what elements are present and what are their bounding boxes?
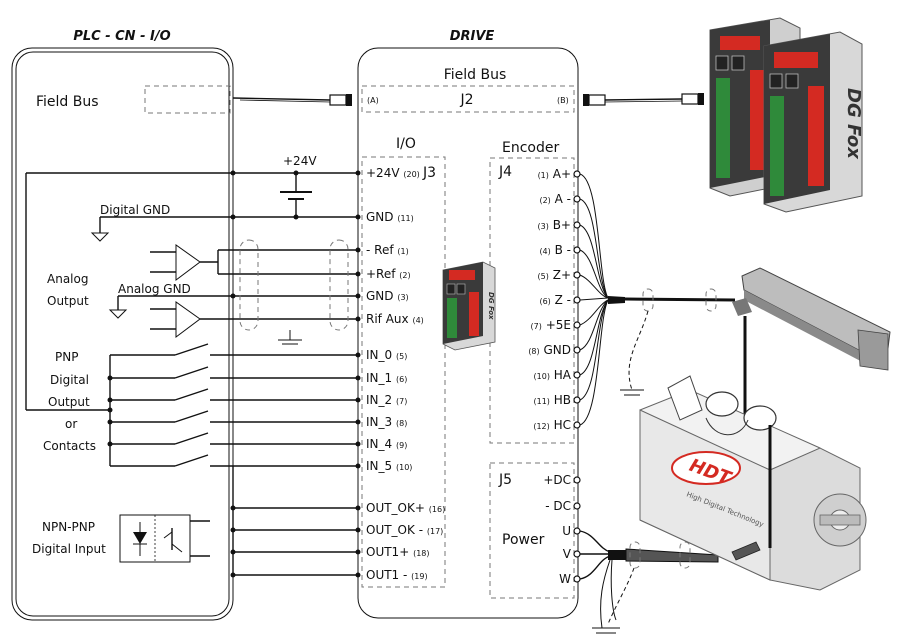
- io-pin-label: IN_0 (5): [366, 348, 407, 362]
- drive-brand: DG Fox: [843, 88, 864, 160]
- npn-l1: NPN-PNP: [42, 520, 95, 534]
- plc-header: PLC - CN - I/O: [73, 29, 170, 44]
- drive-header: DRIVE: [450, 29, 495, 44]
- power-title: Power: [502, 532, 545, 548]
- pnp-l4: or: [65, 417, 77, 431]
- digital-gnd-label: Digital GND: [100, 203, 170, 217]
- j5-box: [489, 462, 575, 599]
- port-b-label: (B): [557, 96, 569, 105]
- io-pin-label: +Ref (2): [366, 267, 411, 281]
- pnp-l2: Digital: [50, 373, 89, 387]
- io-pin-label: GND (11): [366, 210, 414, 224]
- io-pin-label: IN_5 (10): [366, 459, 412, 473]
- enc-pin: (3) B+: [538, 218, 571, 232]
- supply-label: +24V: [283, 154, 317, 168]
- enc-pin: (11) HB: [533, 393, 571, 407]
- drive-fieldbus-label: Field Bus: [444, 67, 507, 83]
- plc-fieldbus-label: Field Bus: [36, 94, 99, 110]
- optocoupler-icon: [119, 514, 191, 563]
- pnp-l1: PNP: [55, 350, 78, 364]
- power-pin: +DC: [543, 473, 571, 487]
- j4-label: J4: [498, 164, 512, 180]
- io-pin-label: GND (3): [366, 289, 409, 303]
- encoder-pins: (1) A+ (2) A - (3) B+ (4) B - (5) Z+ (6)…: [528, 167, 581, 432]
- enc-pin: (4) B -: [539, 243, 571, 257]
- enc-pin: (7) +5E: [531, 318, 571, 332]
- io-pins: +24V (20) GND (11) - Ref (1) +Ref (2) GN…: [355, 166, 445, 582]
- analog-output-l2: Output: [47, 294, 89, 308]
- enc-pin: (8) GND: [528, 343, 571, 357]
- io-pin-label: IN_4 (9): [366, 437, 407, 451]
- io-pin-label: IN_3 (8): [366, 415, 407, 429]
- io-pin-label: +24V (20): [366, 166, 420, 180]
- enc-pin: (2) A -: [539, 192, 571, 206]
- drive-box: [357, 47, 579, 619]
- pnp-l5: Contacts: [43, 439, 96, 453]
- analog-output-l1: Analog: [47, 272, 88, 286]
- encoder-title: Encoder: [502, 140, 559, 156]
- power-pin: - DC: [545, 499, 571, 513]
- pnp-l3: Output: [48, 395, 90, 409]
- enc-pin: (5) Z+: [538, 268, 571, 282]
- drive-units-image: DG Fox: [709, 17, 864, 213]
- j3-label: J3: [422, 165, 436, 181]
- j2-label: J2: [459, 92, 473, 108]
- encoder-cable: [579, 173, 736, 426]
- plc-box: [11, 47, 234, 621]
- drive-thumbnail: DG Fox: [442, 261, 496, 351]
- enc-pin: (6) Z -: [539, 293, 571, 307]
- io-pin-label: OUT_OK+ (16): [366, 501, 445, 515]
- plc-fieldbus-box: [144, 85, 231, 114]
- enc-pin: (1) A+: [538, 167, 571, 181]
- power-pin: W: [559, 572, 571, 586]
- j5-label: J5: [498, 472, 512, 488]
- io-pin-label: IN_2 (7): [366, 393, 407, 407]
- motor-image: HDT High Digital Technology: [639, 375, 867, 591]
- io-pin-label: OUT_OK - (17): [366, 523, 443, 537]
- io-title: I/O: [396, 136, 416, 152]
- j3-box: [361, 156, 446, 588]
- analog-gnd-label: Analog GND: [118, 282, 191, 296]
- power-pins: +DC - DC U V W: [543, 473, 581, 586]
- io-pin-label: OUT1 - (19): [366, 568, 428, 582]
- port-a-label: (A): [367, 96, 379, 105]
- enc-pin: (10) HA: [534, 368, 572, 382]
- j2-box: [361, 85, 575, 113]
- io-pin-label: IN_1 (6): [366, 371, 407, 385]
- power-pin: U: [562, 524, 571, 538]
- enc-pin: (12) HC: [533, 418, 571, 432]
- pnp-switches: [107, 343, 358, 467]
- power-cable: [579, 530, 719, 634]
- io-pin-label: - Ref (1): [366, 243, 409, 257]
- power-pin: V: [563, 547, 572, 561]
- linear-encoder-image: [732, 267, 891, 440]
- drive-thumb-brand: DG Fox: [487, 292, 495, 320]
- io-pin-label: OUT1+ (18): [366, 545, 430, 559]
- npn-l2: Digital Input: [32, 542, 106, 556]
- io-pin-label: Rif Aux (4): [366, 312, 424, 326]
